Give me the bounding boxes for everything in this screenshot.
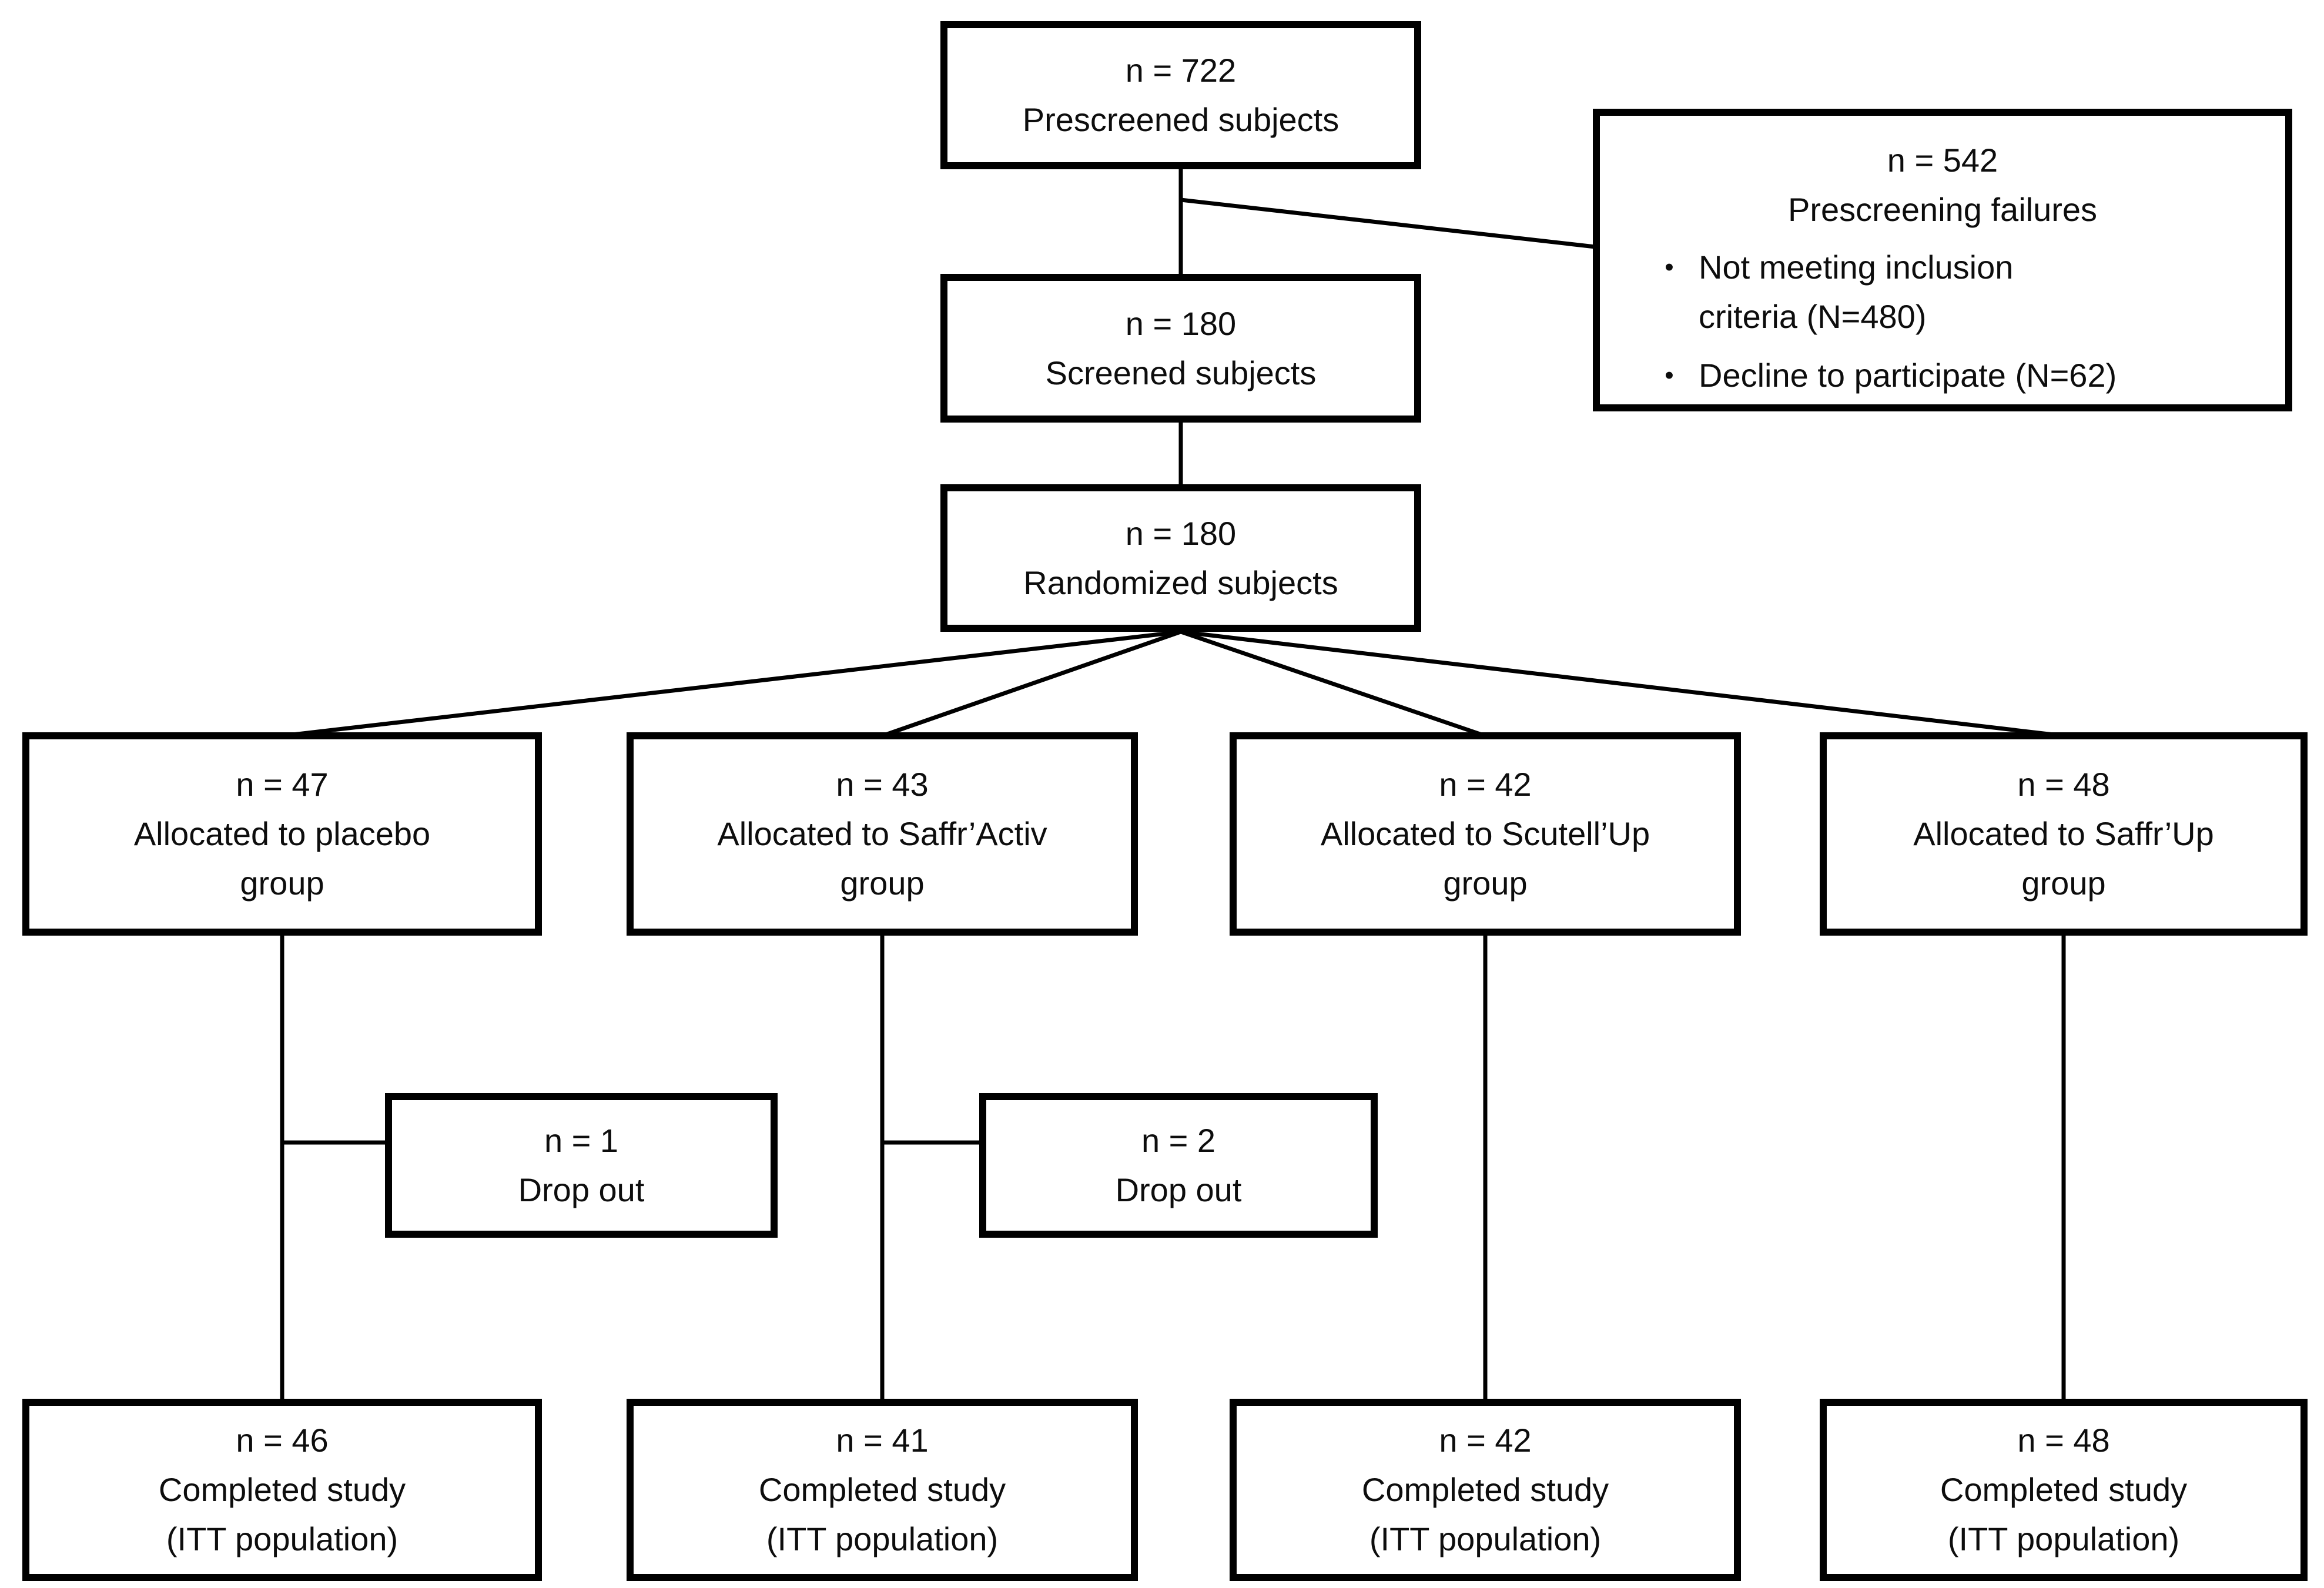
completed-placebo-label2: (ITT population) — [166, 1520, 399, 1557]
node-completed-saffractiv: n = 41 Completed study (ITT population) — [627, 1399, 1138, 1581]
allocated-scutellup-n: n = 42 — [1439, 766, 1532, 803]
bullet-item: • Not meeting inclusion criteria (N=480) — [1618, 243, 2268, 341]
failures-n: n = 542 — [1887, 142, 1998, 179]
node-completed-scutellup: n = 42 Completed study (ITT population) — [1230, 1399, 1741, 1581]
completed-scutellup-n: n = 42 — [1439, 1422, 1532, 1459]
dropout-saffractiv-label: Drop out — [1115, 1171, 1242, 1208]
allocated-placebo-label: Allocated to placebo — [133, 815, 431, 852]
connector-to-failures — [1180, 197, 1596, 249]
node-prescreening-failures: n = 542 Prescreening failures • Not meet… — [1593, 109, 2292, 411]
node-randomized: n = 180 Randomized subjects — [940, 484, 1421, 632]
screened-n: n = 180 — [1125, 304, 1237, 342]
allocated-placebo-n: n = 47 — [236, 766, 329, 803]
completed-saffrup-label: Completed study — [1940, 1471, 2188, 1508]
allocated-saffrup-label: Allocated to Saffr’Up — [1913, 815, 2214, 852]
randomized-n: n = 180 — [1125, 514, 1237, 552]
node-completed-saffrup: n = 48 Completed study (ITT population) — [1820, 1399, 2308, 1581]
connector-randomized-scutellup — [1180, 629, 1486, 738]
node-allocated-scutellup: n = 42 Allocated to Scutell’Up group — [1230, 732, 1741, 936]
node-dropout-placebo: n = 1 Drop out — [385, 1093, 778, 1238]
bullet-item: • Decline to participate (N=62) — [1618, 351, 2268, 400]
completed-scutellup-label2: (ITT population) — [1369, 1520, 1602, 1557]
allocated-saffrup-label2: group — [2021, 865, 2106, 902]
prescreened-n: n = 722 — [1125, 52, 1237, 89]
dropout-placebo-n: n = 1 — [544, 1122, 619, 1159]
failures-label: Prescreening failures — [1787, 191, 2098, 228]
connector-randomized-placebo — [282, 629, 1181, 738]
dropout-saffractiv-n: n = 2 — [1141, 1122, 1216, 1159]
randomized-label: Randomized subjects — [1023, 564, 1338, 601]
node-allocated-saffrup: n = 48 Allocated to Saffr’Up group — [1820, 732, 2308, 936]
completed-saffrup-n: n = 48 — [2017, 1422, 2110, 1459]
completed-scutellup-label: Completed study — [1361, 1471, 1609, 1508]
allocated-saffractiv-n: n = 43 — [836, 766, 929, 803]
bullet-text-inclusion: Not meeting inclusion criteria (N=480) — [1699, 249, 2014, 335]
allocated-saffrup-n: n = 48 — [2017, 766, 2110, 803]
completed-placebo-n: n = 46 — [236, 1422, 329, 1459]
connector-randomized-saffractiv — [881, 629, 1182, 738]
allocated-saffractiv-label2: group — [840, 865, 925, 902]
node-prescreened: n = 722 Prescreened subjects — [940, 21, 1421, 169]
failures-bullet-list: • Not meeting inclusion criteria (N=480)… — [1618, 243, 2268, 410]
completed-placebo-label: Completed study — [158, 1471, 406, 1508]
node-completed-placebo: n = 46 Completed study (ITT population) — [22, 1399, 542, 1581]
allocated-saffractiv-label: Allocated to Saffr’Activ — [717, 815, 1047, 852]
connector-randomized-saffrup — [1180, 629, 2064, 738]
allocated-scutellup-label2: group — [1443, 865, 1528, 902]
node-screened: n = 180 Screened subjects — [940, 274, 1421, 423]
node-allocated-saffractiv: n = 43 Allocated to Saffr’Activ group — [627, 732, 1138, 936]
node-dropout-saffractiv: n = 2 Drop out — [979, 1093, 1378, 1238]
completed-saffractiv-n: n = 41 — [836, 1422, 929, 1459]
dropout-placebo-label: Drop out — [518, 1171, 645, 1208]
completed-saffractiv-label: Completed study — [758, 1471, 1006, 1508]
allocated-scutellup-label: Allocated to Scutell’Up — [1320, 815, 1650, 852]
prescreened-label: Prescreened subjects — [1022, 101, 1340, 138]
screened-label: Screened subjects — [1045, 354, 1317, 391]
bullet-text-decline: Decline to participate (N=62) — [1699, 357, 2117, 394]
completed-saffrup-label2: (ITT population) — [1947, 1520, 2180, 1557]
completed-saffractiv-label2: (ITT population) — [766, 1520, 999, 1557]
bullet-marker: • — [1665, 253, 1674, 282]
allocated-placebo-label2: group — [240, 865, 324, 902]
node-allocated-placebo: n = 47 Allocated to placebo group — [22, 732, 542, 936]
bullet-marker: • — [1665, 361, 1674, 390]
